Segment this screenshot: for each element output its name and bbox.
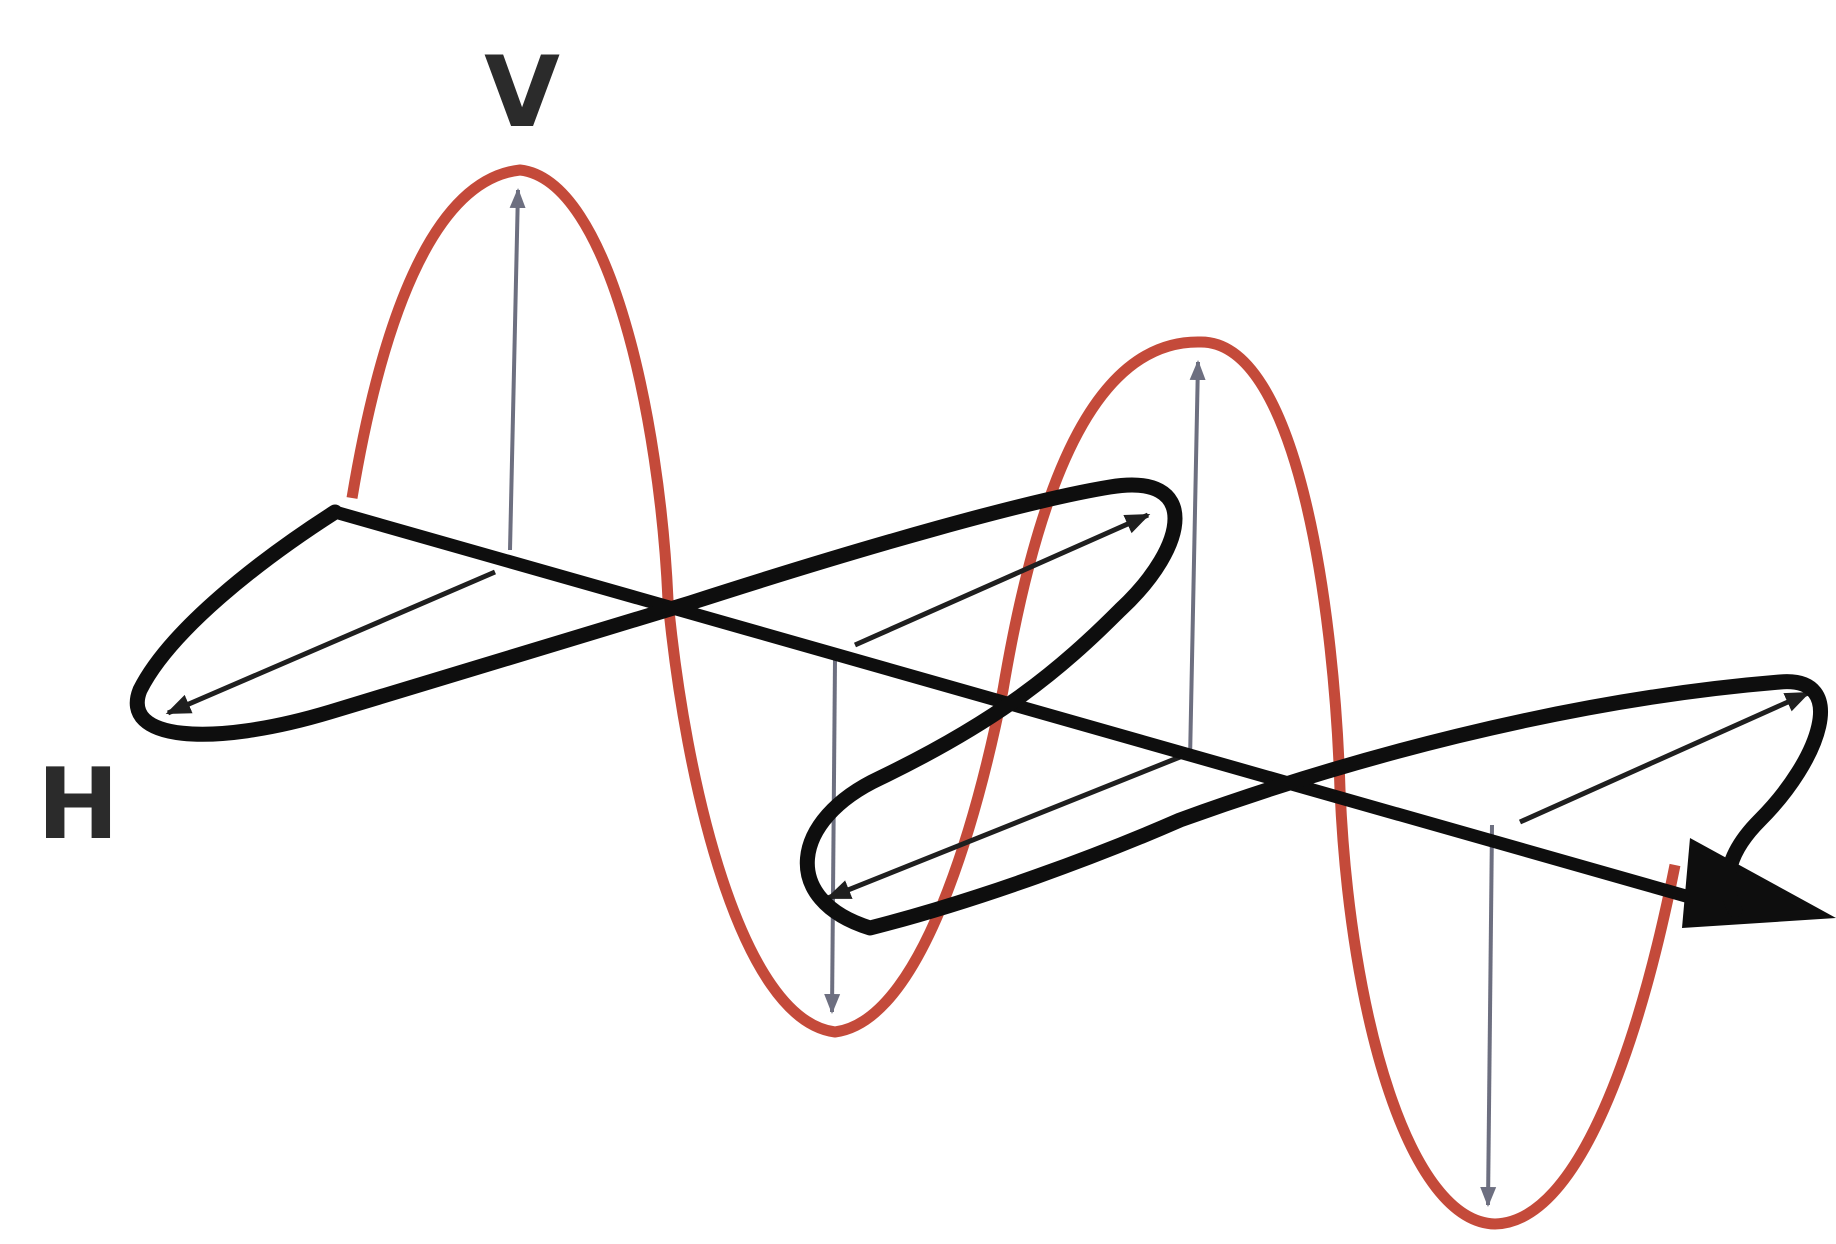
horizontal-vector — [1518, 690, 1811, 825]
horizontal-vector — [165, 569, 496, 716]
vertical-vector — [1480, 824, 1497, 1207]
horizontal-axis-label: H — [37, 748, 119, 862]
vertical-wave — [346, 164, 1681, 1230]
propagation-axis-group — [328, 505, 1836, 928]
vertical-vectors — [508, 188, 1497, 1207]
vertical-vector — [1188, 360, 1206, 761]
vertical-wave-group — [346, 164, 1681, 1230]
vertical-vector — [508, 188, 526, 551]
propagation-arrowhead — [1682, 838, 1836, 928]
horizontal-vector — [853, 512, 1151, 648]
horizontal-vector — [825, 752, 1186, 901]
horizontal-wave — [129, 477, 1828, 936]
propagation-axis — [328, 505, 1742, 917]
horizontal-wave-group — [129, 477, 1828, 936]
vertical-axis-label: V — [484, 36, 560, 150]
horizontal-vectors — [165, 512, 1811, 901]
vertical-vector — [824, 659, 841, 1014]
